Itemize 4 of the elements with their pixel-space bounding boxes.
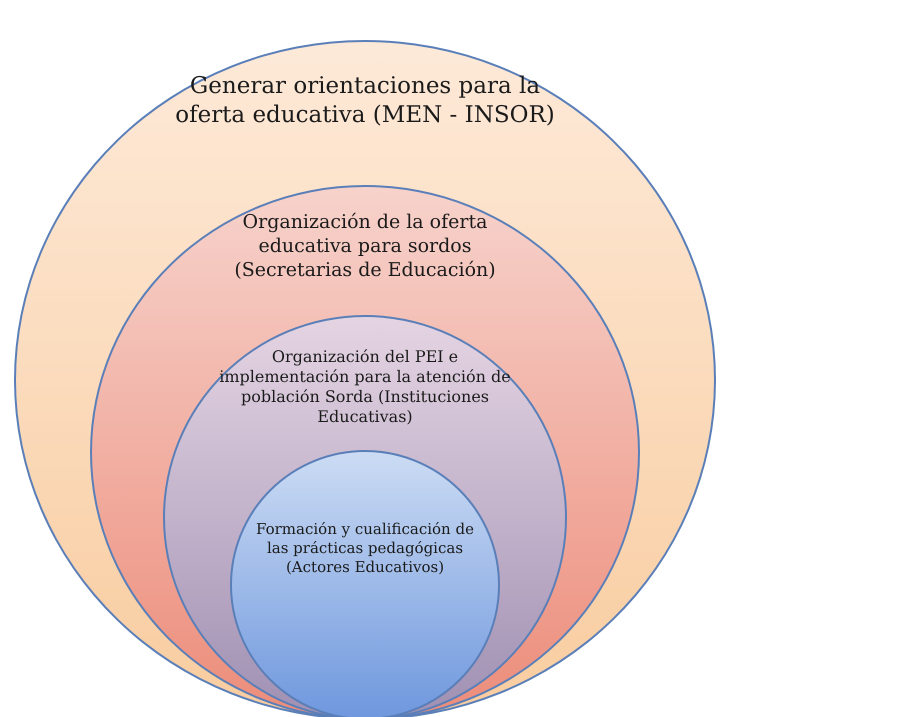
circle-label: Organización de la oferta educativa para sordos (Secretarias de Educación) — [233, 211, 497, 282]
circle-label: Formación y cualificación de las prácticas pedagógicas (Actores Educativos) — [255, 520, 475, 576]
circle-label: Organización del PEI e implementación para la atención de población Sorda (Instituciones Educativas) — [218, 347, 512, 427]
circle-label: Generar orientaciones para la oferta educativa (MEN - INSOR) — [174, 72, 556, 130]
